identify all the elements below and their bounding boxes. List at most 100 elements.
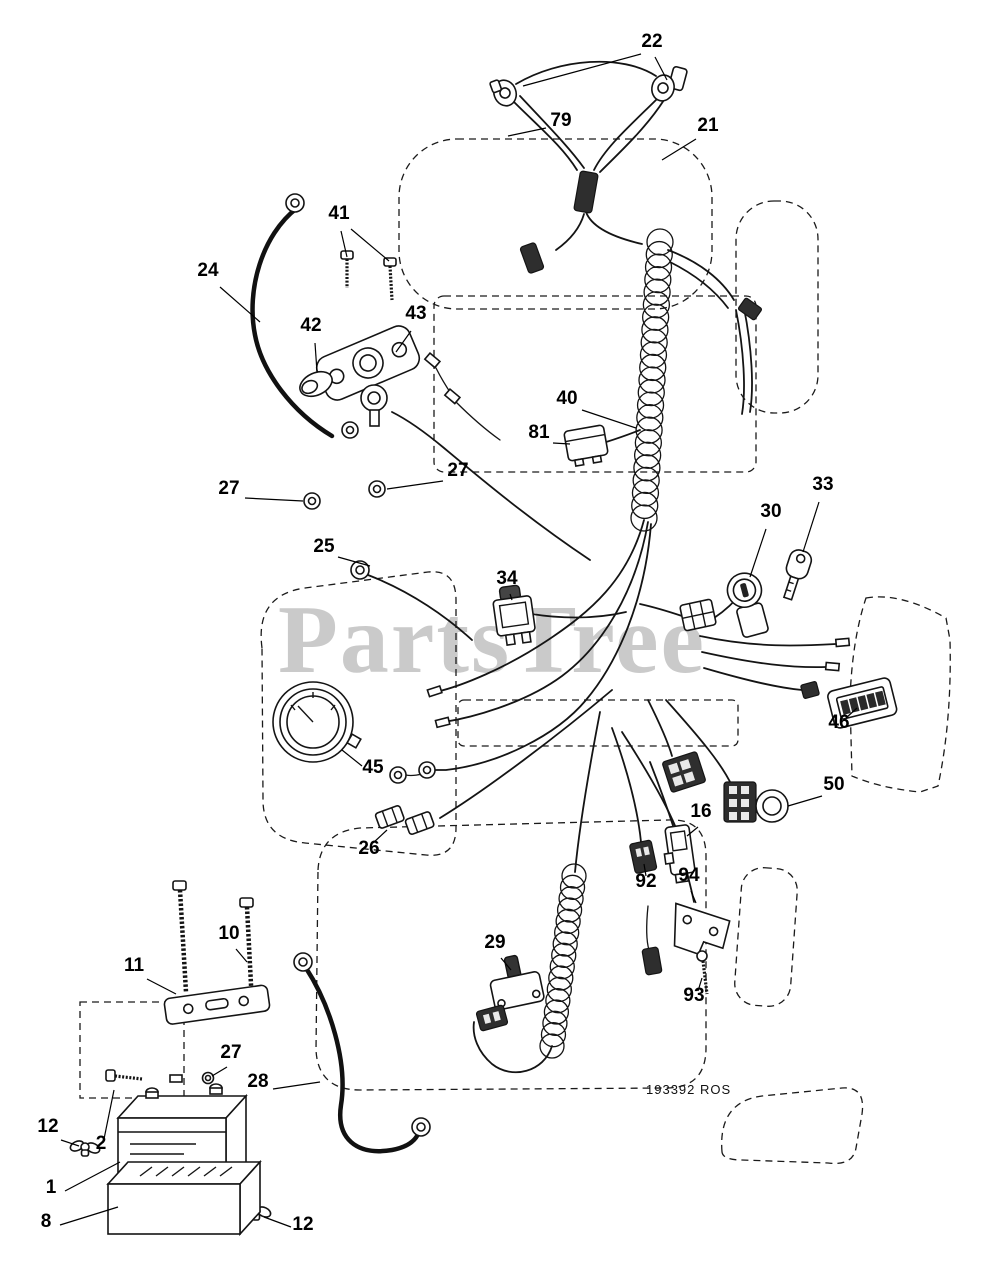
leader-line-22 <box>522 53 642 87</box>
callout-21: 21 <box>697 115 719 136</box>
leader-line-28 <box>272 1081 321 1090</box>
leader-line-92 <box>643 863 647 877</box>
callout-10: 10 <box>218 923 239 944</box>
callout-92: 92 <box>635 871 656 892</box>
switch-connector <box>475 1004 509 1032</box>
battery-holddown <box>163 984 271 1025</box>
connector-92 <box>629 839 658 874</box>
callout-79: 79 <box>550 110 571 131</box>
watermark: PartsTree <box>278 586 706 694</box>
callout-45: 45 <box>362 757 384 778</box>
callout-2: 2 <box>96 1133 107 1154</box>
screw <box>696 950 709 995</box>
ring-terminal <box>350 560 436 784</box>
callout-25: 25 <box>313 536 335 557</box>
harness-connector <box>800 681 820 699</box>
leader-line-8 <box>59 1206 119 1226</box>
leader-line-2 <box>103 1089 115 1140</box>
multi-pin-connector <box>662 751 706 793</box>
callout-22: 22 <box>641 31 662 52</box>
leader-line-1 <box>64 1161 121 1192</box>
leader-line-79 <box>507 127 547 137</box>
connector-block <box>679 598 717 632</box>
callout-11: 11 <box>124 955 145 976</box>
leader-line-21 <box>661 138 697 161</box>
callout-30: 30 <box>760 501 781 522</box>
callout-94: 94 <box>678 865 700 886</box>
callout-29: 29 <box>484 932 505 953</box>
diagram-ref: 193392 ROS <box>646 1082 731 1097</box>
leader-line-11 <box>146 978 177 995</box>
leader-line-25 <box>337 556 371 567</box>
callout-26: 26 <box>358 838 379 859</box>
wing-nut <box>69 1140 101 1157</box>
leader-line-46 <box>845 707 858 719</box>
nut <box>169 1071 215 1085</box>
callout-40: 40 <box>556 388 577 409</box>
battery-cable-24 <box>250 193 335 439</box>
plunger-switch <box>489 954 545 1011</box>
headlight-plug <box>723 781 789 823</box>
callout-12: 12 <box>292 1214 313 1235</box>
callout-1: 1 <box>46 1177 57 1198</box>
leader-line-34 <box>509 593 513 601</box>
leader-line-33 <box>802 501 820 553</box>
solenoid-bolt <box>383 257 397 301</box>
leader-line-81 <box>552 442 571 445</box>
leader-line-41 <box>350 228 390 262</box>
hour-meter <box>827 677 898 729</box>
callout-28: 28 <box>247 1071 268 1092</box>
gauge <box>272 681 362 763</box>
callout-12: 12 <box>37 1116 58 1137</box>
callout-16: 16 <box>690 801 711 822</box>
bracket <box>673 902 731 956</box>
circuit-breaker <box>663 824 696 884</box>
callout-34: 34 <box>496 568 518 589</box>
battery-box <box>106 1159 262 1237</box>
washer <box>303 480 386 510</box>
harness-connector <box>519 242 545 274</box>
harness-connector <box>737 297 763 321</box>
headlight-socket-left <box>489 79 518 107</box>
callout-24: 24 <box>197 260 219 281</box>
lower-conduit-coil <box>539 863 587 1059</box>
leader-line-27 <box>386 480 444 490</box>
leader-line-93 <box>697 977 703 992</box>
leader-line-27 <box>211 1066 228 1077</box>
chassis-outlines <box>79 138 951 1165</box>
solenoid-boot <box>299 370 333 398</box>
leader-line-26 <box>372 829 388 844</box>
leader-line-10 <box>235 948 248 963</box>
leader-line-27 <box>244 497 304 502</box>
relay <box>563 424 609 468</box>
callout-33: 33 <box>812 474 833 495</box>
ignition-key <box>782 549 813 601</box>
battery-cable-28 <box>293 952 431 1154</box>
fuse <box>374 805 435 835</box>
callout-46: 46 <box>828 712 849 733</box>
harness-connector <box>573 170 599 214</box>
leader-line-24 <box>219 286 261 323</box>
callout-81: 81 <box>528 422 550 443</box>
leader-line-94 <box>690 890 697 904</box>
spade-terminal <box>423 351 851 729</box>
callout-41: 41 <box>328 203 350 224</box>
leader-line-50 <box>787 795 823 807</box>
leader-line-43 <box>395 330 412 353</box>
callout-42: 42 <box>300 315 321 336</box>
leader-line-12 <box>60 1139 80 1147</box>
callout-50: 50 <box>823 774 844 795</box>
leader-line-16 <box>686 826 699 837</box>
leader-line-45 <box>341 749 363 767</box>
callout-43: 43 <box>405 303 426 324</box>
ignition-switch <box>726 572 769 638</box>
wiring-harness <box>367 60 837 1073</box>
leader-line-12 <box>263 1216 292 1228</box>
callout-27: 27 <box>447 460 468 481</box>
leader-line-40 <box>581 409 637 429</box>
callout-8: 8 <box>41 1211 52 1232</box>
callout-27: 27 <box>220 1042 241 1063</box>
